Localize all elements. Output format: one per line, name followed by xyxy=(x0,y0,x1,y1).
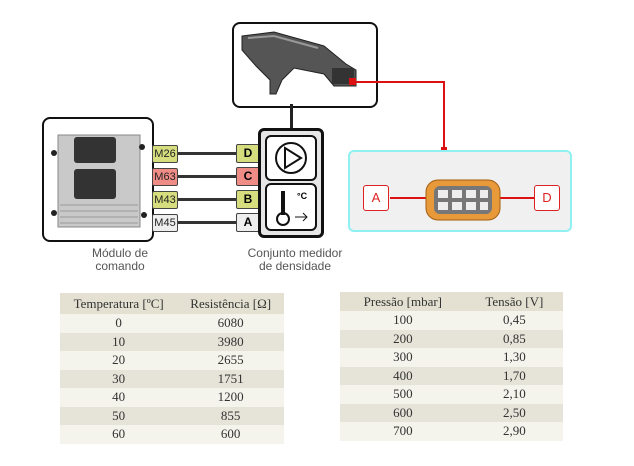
table-cell: 60 xyxy=(60,425,178,444)
density-meter-box: °C xyxy=(258,128,324,238)
column-header: Tensão [V] xyxy=(465,292,563,311)
table-cell: 855 xyxy=(177,406,284,425)
sensor-pin-tag: B xyxy=(236,190,260,209)
connector-label-a: A xyxy=(363,185,389,211)
table-cell: 1751 xyxy=(177,369,284,388)
ecu-pin-tag: M26 xyxy=(152,145,178,163)
table-cell: 0,45 xyxy=(465,311,563,330)
table-cell: 40 xyxy=(60,388,178,407)
wire xyxy=(178,152,236,155)
wire xyxy=(178,221,236,224)
signal-wire-start xyxy=(349,78,356,85)
table-cell: 400 xyxy=(340,366,466,385)
table-cell: 1,30 xyxy=(465,348,563,367)
connector-box: A D xyxy=(348,150,572,232)
table-cell: 6080 xyxy=(177,314,284,333)
ecu-pin-tag: M45 xyxy=(152,214,178,232)
pressure-sensor-image xyxy=(241,31,357,95)
signal-wire-vertical xyxy=(443,81,445,150)
table-cell: 100 xyxy=(340,311,466,330)
sensor-image-box xyxy=(232,22,378,108)
table-cell: 500 xyxy=(340,385,466,404)
table-cell: 700 xyxy=(340,422,466,441)
pump-icon xyxy=(265,135,317,181)
table-cell: 1,70 xyxy=(465,366,563,385)
ecu-pin-tag: M43 xyxy=(152,191,178,209)
connector-label-d: D xyxy=(534,185,560,211)
table-cell: 1200 xyxy=(177,388,284,407)
column-header: Temperatura [ºC] xyxy=(60,293,178,314)
connector-plug-image xyxy=(425,179,501,221)
table-cell: 0,85 xyxy=(465,329,563,348)
column-header: Pressão [mbar] xyxy=(340,292,466,311)
signal-wire-horizontal xyxy=(352,81,445,83)
table-cell: 2,10 xyxy=(465,385,563,404)
ecu-pin-tag: M63 xyxy=(152,168,178,186)
table-cell: 600 xyxy=(340,403,466,422)
table-cell: 10 xyxy=(60,332,178,351)
table-cell: 0 xyxy=(60,314,178,333)
ecu-box xyxy=(42,117,154,242)
table-cell: 50 xyxy=(60,406,178,425)
ecu-image xyxy=(51,134,147,228)
sensor-link-line xyxy=(290,104,293,130)
table-cell: 600 xyxy=(177,425,284,444)
connector-wire-left xyxy=(390,197,435,199)
sensor-pin-tag: A xyxy=(236,213,260,232)
table-cell: 2,50 xyxy=(465,403,563,422)
table-cell: 3980 xyxy=(177,332,284,351)
ecu-caption: Módulo de comando xyxy=(91,246,149,273)
column-header: Resistência [Ω] xyxy=(177,293,284,314)
sensor-pin-tag: C xyxy=(236,167,260,186)
sensor-pin-tag: D xyxy=(236,144,260,163)
connector-wire-right xyxy=(490,197,535,199)
thermometer-icon: °C xyxy=(265,183,317,231)
table-cell: 30 xyxy=(60,369,178,388)
density-meter-caption: Conjunto medidor de densidade xyxy=(247,246,343,273)
wire xyxy=(178,175,236,178)
table-cell: 20 xyxy=(60,351,178,370)
svg-text:°C: °C xyxy=(297,191,308,201)
table-cell: 300 xyxy=(340,348,466,367)
table-cell: 2655 xyxy=(177,351,284,370)
table-cell: 2,90 xyxy=(465,422,563,441)
wire xyxy=(178,198,236,201)
table-cell: 200 xyxy=(340,329,466,348)
